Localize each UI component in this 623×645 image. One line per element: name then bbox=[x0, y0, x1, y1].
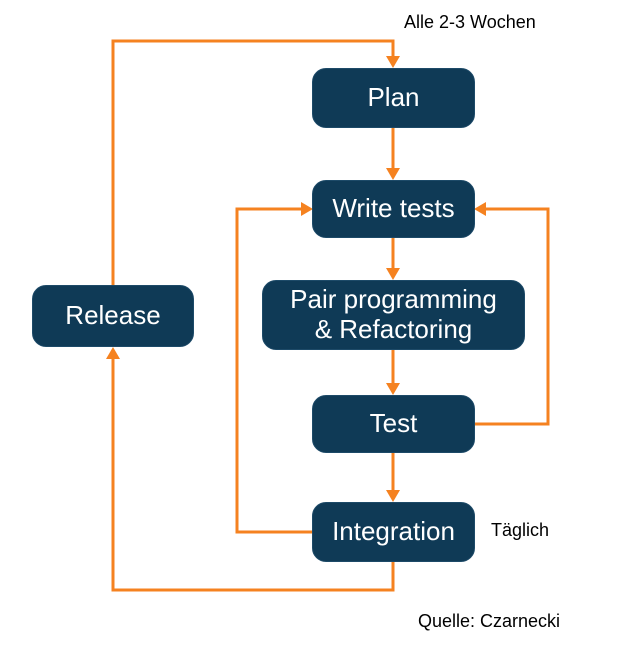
cycle-frequency-label: Alle 2-3 Wochen bbox=[404, 12, 536, 32]
node-plan-label: Plan bbox=[367, 82, 420, 113]
arrow-plan-to-write-tests bbox=[386, 128, 400, 180]
node-pair-programming-refactoring: Pair programming & Refactoring bbox=[262, 280, 525, 350]
node-plan: Plan bbox=[312, 68, 475, 128]
node-write-tests: Write tests bbox=[312, 180, 475, 238]
arrow-test-to-integration bbox=[386, 453, 400, 502]
source-credit-label: Quelle: Czarnecki bbox=[418, 611, 561, 631]
node-write-tests-label: Write tests bbox=[332, 193, 455, 224]
arrow-write-tests-to-pair bbox=[386, 238, 400, 280]
node-integration-label: Integration bbox=[332, 516, 455, 547]
arrow-pair-to-test bbox=[386, 350, 400, 395]
arrow-integration-to-write-tests bbox=[235, 202, 313, 534]
node-pair-programming-refactoring-label: Pair programming & Refactoring bbox=[290, 284, 497, 344]
node-release-label: Release bbox=[65, 300, 161, 331]
daily-frequency-label: Täglich bbox=[491, 520, 550, 540]
node-release: Release bbox=[32, 285, 194, 347]
node-integration: Integration bbox=[312, 502, 475, 562]
node-test-label: Test bbox=[369, 408, 418, 439]
node-test: Test bbox=[312, 395, 475, 453]
